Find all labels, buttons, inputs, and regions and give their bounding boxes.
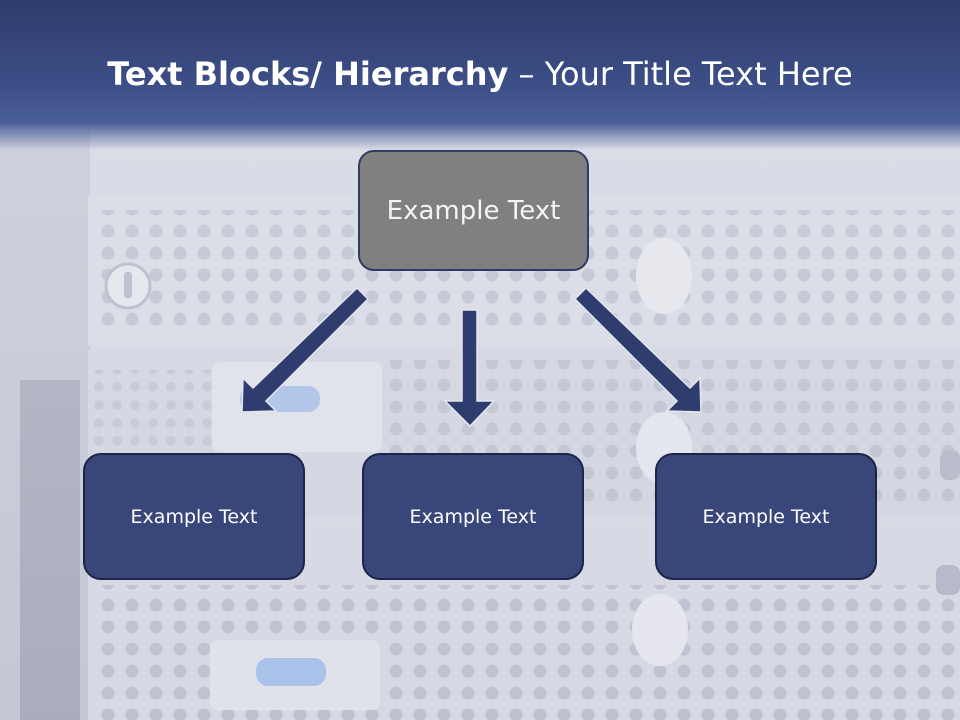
child-box-right: Example Text [655, 453, 877, 580]
title-regular-part: Your Title Text Here [544, 55, 853, 93]
child-box-middle: Example Text [362, 453, 584, 580]
slide-title: Text Blocks/ Hierarchy – Your Title Text… [0, 52, 960, 96]
top-hierarchy-box: Example Text [358, 150, 589, 271]
child-box-left: Example Text [83, 453, 305, 580]
title-band [0, 0, 960, 150]
top-box-label: Example Text [386, 195, 561, 226]
child-box-label: Example Text [409, 505, 537, 528]
arrow-to-middle-box [443, 309, 496, 428]
title-bold-part: Text Blocks/ Hierarchy [107, 55, 509, 93]
arrow-to-right-box [573, 286, 702, 413]
title-separator: – [508, 55, 545, 93]
child-box-label: Example Text [130, 505, 258, 528]
arrow-to-left-box [241, 286, 370, 413]
child-box-label: Example Text [702, 505, 830, 528]
